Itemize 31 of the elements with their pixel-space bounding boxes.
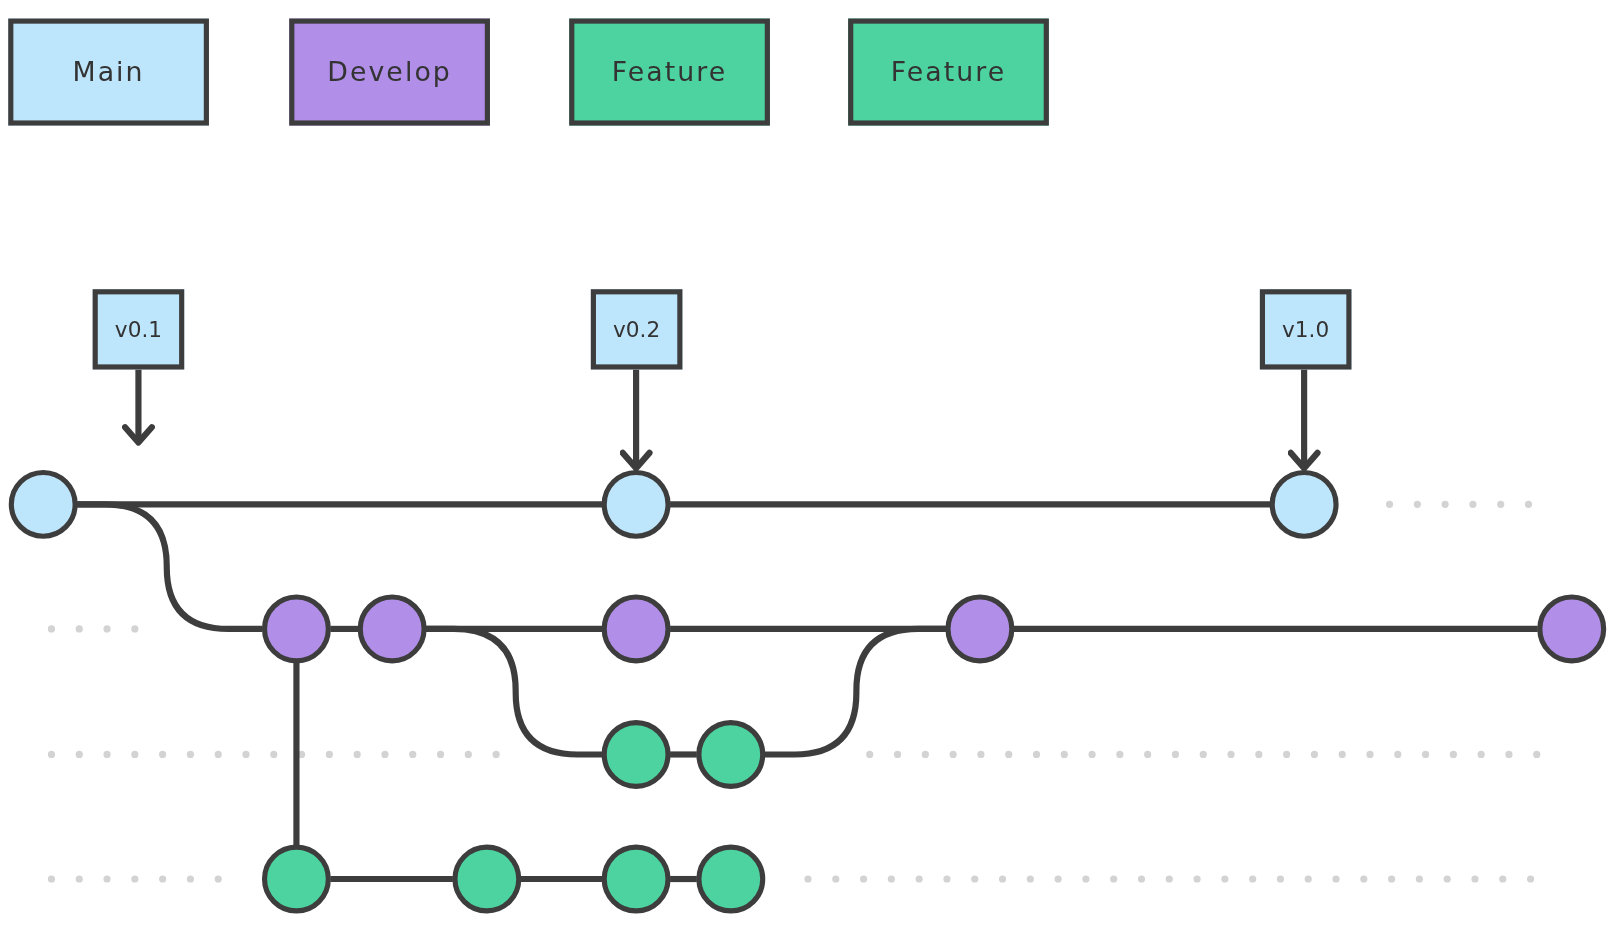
legend-swatch: Feature <box>848 18 1049 126</box>
commit-circle <box>945 594 1015 664</box>
commit-circle <box>1537 594 1607 664</box>
commit-circle <box>357 594 427 664</box>
branch-line <box>520 875 603 883</box>
commit-circle <box>1269 469 1339 539</box>
tag-box: v1.0 <box>1259 289 1352 370</box>
commit-circle <box>261 844 331 914</box>
branch-line <box>426 625 603 758</box>
commit-circle <box>601 720 671 789</box>
commit-circle <box>601 469 671 539</box>
commit-circle <box>696 720 766 789</box>
legend-swatch: Develop <box>289 18 490 126</box>
branch-line <box>1013 625 1538 632</box>
arrow <box>121 369 155 446</box>
tag-box: v0.1 <box>92 289 185 370</box>
commit-circle <box>601 844 671 914</box>
commit-circle <box>261 594 331 664</box>
legend-swatch: Feature <box>569 18 770 126</box>
arrow <box>619 369 653 472</box>
commit-circle <box>696 844 766 914</box>
branch-line <box>330 875 453 883</box>
tag-box: v0.2 <box>590 289 683 370</box>
branch-line <box>330 625 359 632</box>
branch-line <box>77 501 263 632</box>
commit-circle <box>601 594 671 664</box>
arrow <box>1287 369 1321 472</box>
legend-swatch: Main <box>8 18 209 126</box>
commit-circle <box>452 844 522 914</box>
branch-line <box>293 662 300 846</box>
commit-circle <box>8 469 78 539</box>
